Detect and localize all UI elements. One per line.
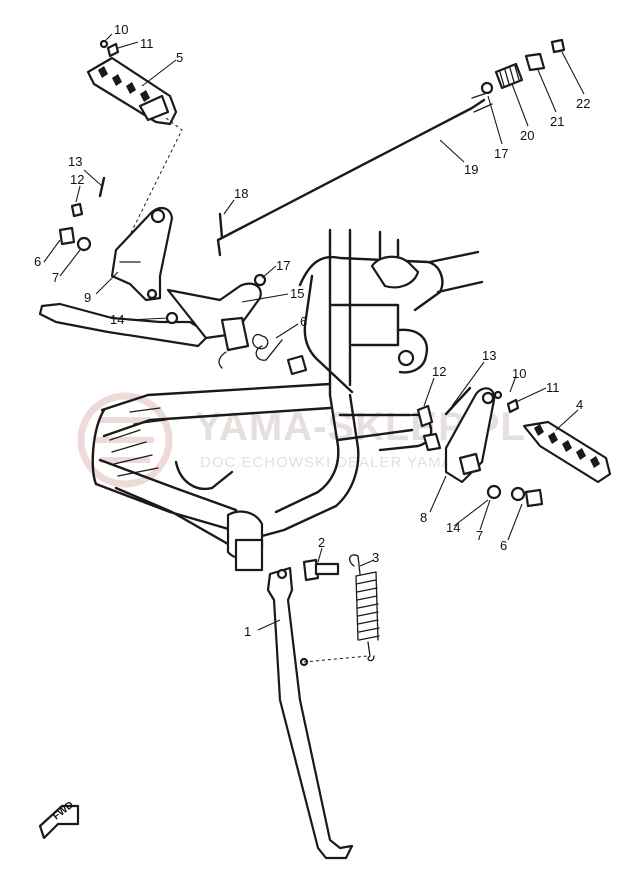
- callout-7-right: 7: [476, 528, 483, 543]
- watermark-logo: [77, 392, 173, 488]
- clip-icon: [106, 42, 120, 58]
- callout-11-left: 11: [140, 36, 154, 51]
- callout-1: 1: [244, 624, 251, 639]
- leader-lines: [43, 33, 585, 631]
- callout-6-left: 6: [34, 254, 41, 269]
- forward-direction-marker: FWD: [38, 800, 80, 840]
- callout-21: 21: [550, 114, 564, 129]
- callout-17-right: 17: [494, 146, 508, 161]
- callout-19: 19: [464, 162, 478, 177]
- callout-20: 20: [520, 128, 534, 143]
- callout-5: 5: [176, 50, 183, 65]
- callout-18: 18: [234, 186, 248, 201]
- cotter-pin-icon: [99, 39, 109, 49]
- fwd-arrow-icon: [38, 804, 80, 840]
- callout-3: 3: [372, 550, 379, 565]
- frame: [91, 228, 484, 572]
- callout-10-right: 10: [512, 366, 526, 381]
- callout-13-right: 13: [482, 348, 496, 363]
- callout-6-right: 6: [500, 538, 507, 553]
- callout-13-left: 13: [68, 154, 82, 169]
- callout-14-left: 14: [110, 312, 124, 327]
- callout-10-left: 10: [114, 22, 128, 37]
- callout-12-right: 12: [432, 364, 446, 379]
- right-bracket: [416, 386, 544, 508]
- callout-4: 4: [576, 397, 583, 412]
- side-stand: [266, 566, 369, 860]
- callout-15: 15: [290, 286, 304, 301]
- callout-17-left: 17: [276, 258, 290, 273]
- stand-spring: [349, 554, 380, 662]
- callouts: 1 2 3 4 5 6 6 6 7 7 8 9 10 10 11 11 12 1…: [34, 22, 590, 639]
- callout-9: 9: [84, 290, 91, 305]
- callout-7-left: 7: [52, 270, 59, 285]
- callout-22: 22: [576, 96, 590, 111]
- right-footrest: [493, 390, 612, 484]
- callout-11-right: 11: [546, 380, 560, 395]
- callout-8: 8: [420, 510, 427, 525]
- callout-14-right: 14: [446, 520, 460, 535]
- left-bracket: [110, 207, 174, 302]
- left-hardware: [58, 176, 308, 376]
- brake-rod-assembly: [216, 38, 566, 257]
- brake-pedal: [38, 282, 283, 369]
- stand-bolt: [302, 558, 340, 582]
- callout-6-spring: 6: [300, 314, 307, 329]
- callout-2: 2: [318, 535, 325, 550]
- callout-12-left: 12: [70, 172, 84, 187]
- left-footrest: [86, 39, 183, 256]
